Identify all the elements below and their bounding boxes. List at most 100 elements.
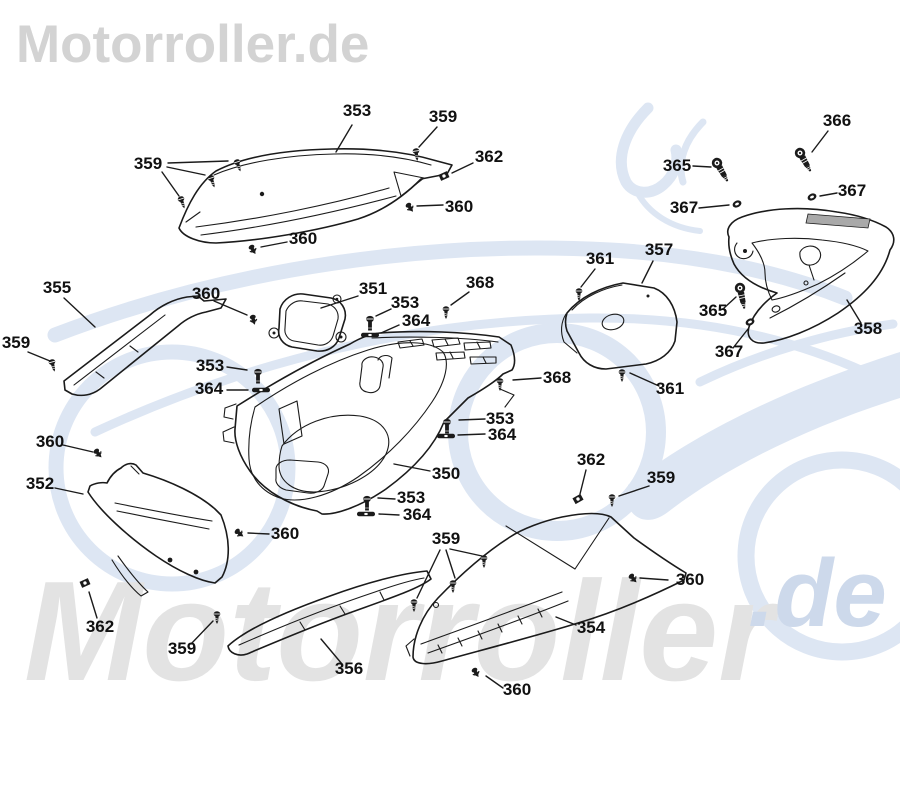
- leader-line: [485, 675, 504, 689]
- leader-line: [167, 160, 229, 164]
- part-352-nub: [167, 557, 173, 563]
- callout-353: 353: [377, 488, 425, 507]
- leader-line: [629, 372, 660, 387]
- part-358-hole: [771, 305, 781, 313]
- part-354-right-side-cover: [405, 512, 687, 665]
- callout-364: 364: [195, 379, 249, 398]
- watermark-swoosh: [47, 240, 853, 343]
- part-353-tip-line: [185, 211, 201, 223]
- leader-line: [618, 485, 650, 497]
- deck-slot: [431, 337, 461, 348]
- leader-line: [416, 549, 441, 599]
- part-number-label: 353: [196, 356, 224, 375]
- watermark-swoosh: [695, 319, 898, 387]
- part-353-rear-top-cover: [178, 148, 453, 244]
- leader-line: [418, 126, 438, 148]
- leader-line: [190, 620, 214, 645]
- watermark-swoosh: [677, 118, 707, 186]
- part-number-label: 359: [432, 529, 460, 548]
- leader-line: [579, 469, 587, 495]
- part-number-label: 365: [699, 301, 727, 320]
- callout-351: 351: [320, 279, 387, 309]
- leader-line: [320, 295, 359, 309]
- watermark-wing: [628, 352, 900, 520]
- part-358-outline: [726, 207, 895, 344]
- part-355-inner-line: [73, 314, 166, 386]
- part-352-band: [114, 502, 213, 522]
- part-354-band: [420, 591, 563, 645]
- leader-line: [380, 324, 400, 334]
- leader-line: [512, 377, 542, 381]
- bolt-icon: [733, 281, 750, 311]
- leader-line: [335, 124, 353, 153]
- part-number-label: 353: [486, 409, 514, 428]
- bolt-icon: [709, 155, 733, 185]
- part-number-label: 360: [445, 197, 473, 216]
- deck-slot: [463, 341, 492, 351]
- callout-362: 362: [451, 147, 503, 174]
- part-number-label: 360: [192, 284, 220, 303]
- part-number-label: 353: [397, 488, 425, 507]
- leader-line: [393, 463, 431, 472]
- deck-slot: [435, 351, 466, 361]
- leader-line: [450, 291, 470, 306]
- deck-slot: [469, 356, 497, 365]
- part-352-left-side-cover: [87, 462, 230, 597]
- part-number-label: 358: [854, 319, 882, 338]
- callout-355: 355: [43, 278, 96, 328]
- leader-line: [451, 162, 474, 174]
- part-358-foot-hole: [743, 249, 747, 253]
- callout-359: 359: [168, 620, 214, 658]
- screw-icon: [618, 368, 626, 383]
- part-350-inner-rim: [248, 342, 447, 501]
- washer-icon: [361, 332, 379, 338]
- callout-350: 350: [393, 463, 460, 483]
- part-358-rear-carrier: [726, 207, 895, 344]
- watermark-wheel: [48, 344, 296, 592]
- part-356-lower-left-strip: [227, 570, 432, 656]
- part-number-label: 367: [670, 198, 698, 217]
- part-number-label: 360: [271, 524, 299, 543]
- screw-icon: [496, 377, 504, 392]
- callout-361: 361: [629, 372, 684, 398]
- part-number-label: 356: [335, 659, 363, 678]
- part-350-deck-edge: [371, 336, 499, 343]
- part-351-ear: [335, 331, 347, 343]
- leader-line: [458, 418, 486, 421]
- clip-icon: [91, 446, 105, 461]
- part-number-label: 368: [466, 273, 494, 292]
- callout-359: 359: [618, 468, 675, 497]
- leader-line: [54, 487, 84, 495]
- part-352-spike: [111, 555, 149, 597]
- part-350-pocket: [278, 400, 303, 445]
- part-355-side-trim-strip: [63, 295, 227, 397]
- clip-icon: [232, 526, 247, 540]
- part-351-ear-hole: [339, 335, 343, 339]
- leader-line: [580, 268, 596, 288]
- callout-365: 365: [663, 156, 712, 175]
- part-number-label: 362: [475, 147, 503, 166]
- part-357-outline: [564, 282, 678, 370]
- part-number-label: 364: [402, 311, 431, 330]
- leader-line: [161, 171, 180, 197]
- screw-icon: [176, 194, 188, 210]
- part-350-side-tab: [499, 388, 515, 408]
- leader-line: [639, 577, 669, 581]
- watermark-brand-text: Motorroller: [24, 552, 780, 711]
- callout-362: 362: [577, 450, 605, 495]
- bolt-icon: [792, 145, 816, 175]
- screw-icon: [362, 495, 372, 511]
- site-logo-text: Motorroller.de: [16, 15, 369, 74]
- leader-line: [846, 299, 862, 324]
- part-358-arm-edge: [769, 272, 846, 319]
- callout-358: 358: [846, 299, 882, 338]
- part-number-label: 355: [43, 278, 71, 297]
- callout-364: 364: [457, 425, 517, 444]
- clip-nut-icon: [571, 493, 585, 505]
- callout-359: 359: [418, 107, 457, 148]
- part-350-ear: [223, 403, 237, 420]
- callout-368: 368: [512, 368, 571, 387]
- part-350-tray: [275, 459, 330, 494]
- leader-line: [416, 204, 444, 207]
